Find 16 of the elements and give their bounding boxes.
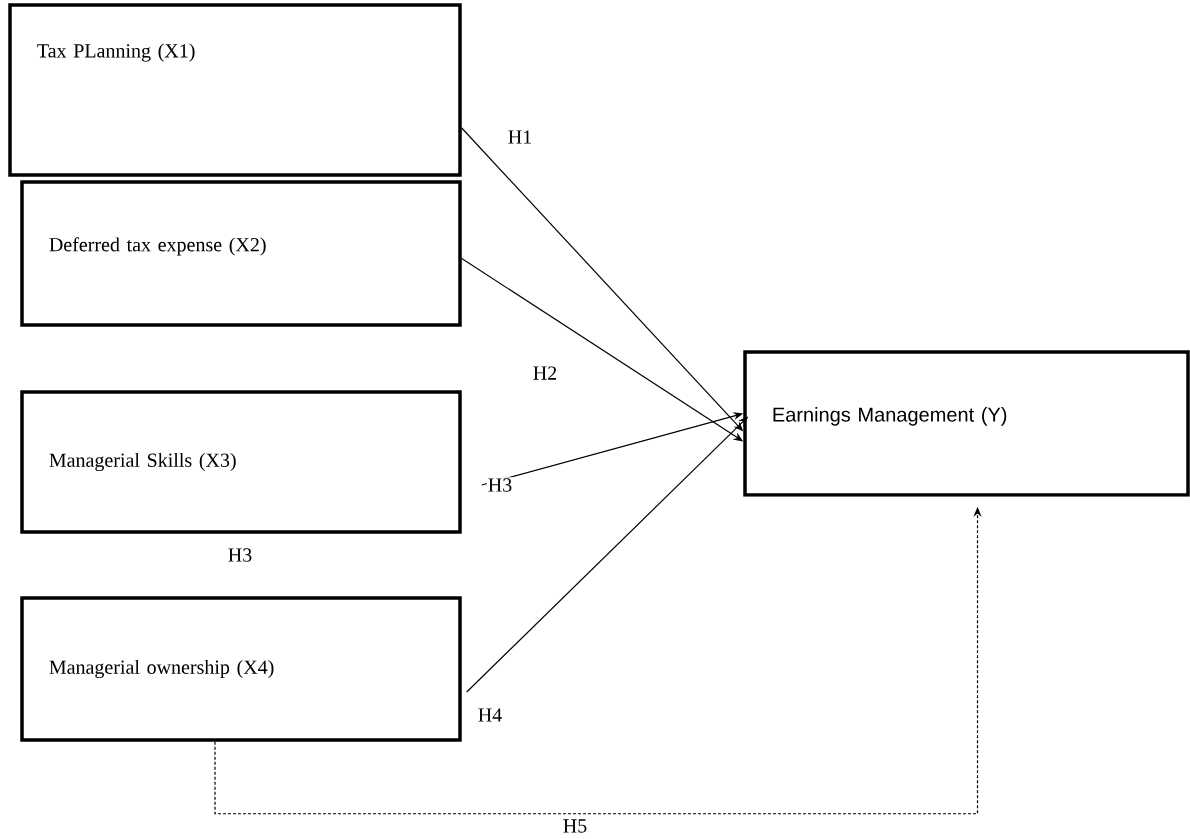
edge-label: H2: [533, 366, 557, 380]
box-text: Managerial Skills (X3): [49, 452, 236, 472]
hypothesis-label: H3: [228, 548, 252, 562]
box-text: Managerial ownership (X4): [49, 659, 274, 679]
box: [8, 3, 462, 177]
box: [20, 180, 462, 327]
edge-label: H5: [563, 819, 587, 833]
box: [743, 350, 1190, 497]
edge-label: H4: [478, 708, 502, 722]
box-text: Deferred tax expense (X2): [49, 237, 266, 256]
box-text: Tax PLanning (X1): [37, 43, 195, 62]
edge-label: H3: [488, 478, 512, 492]
box: [20, 390, 462, 534]
edge-label: H1: [508, 130, 532, 144]
box-text: Earnings Management (Y): [773, 407, 1007, 426]
box: [20, 596, 462, 742]
